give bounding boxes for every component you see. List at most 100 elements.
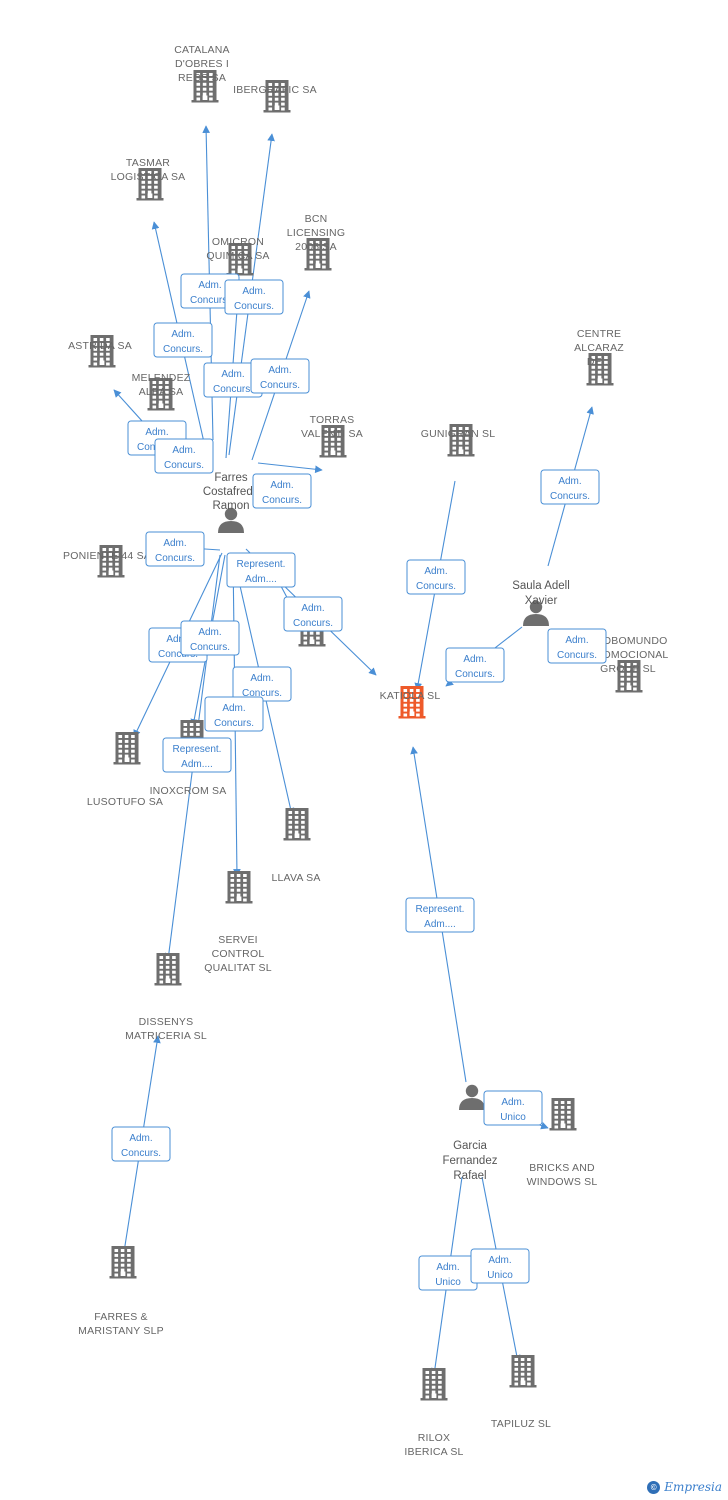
node-label: Ramon	[212, 500, 249, 512]
building-icon	[147, 378, 175, 411]
edge-label-farres-to-poniente[interactable]: Adm.Concurs.	[145, 531, 205, 567]
edge-labels-layer: Adm.Concurs.Adm.Concurs.Adm.Concurs.Adm.…	[111, 273, 607, 1291]
company-dissenys[interactable]: DISSENYS MATRICERIA SL	[125, 953, 207, 1042]
edge-label-farres-to-bcn[interactable]: Adm.Concurs.	[250, 358, 310, 394]
building-icon	[283, 808, 311, 841]
edge-label-text: Adm.	[268, 365, 291, 376]
edge-label-text: Adm....	[181, 759, 213, 770]
edge-label-text: Adm.	[222, 703, 245, 714]
edge-label-text: Concurs.	[155, 553, 195, 564]
edge-label-text: Concurs.	[190, 295, 230, 306]
edge-label-farres-to-llava[interactable]: Adm.Concurs.	[232, 666, 292, 702]
edge-label-farres-to-tasmar[interactable]: Adm.Concurs.	[153, 322, 213, 358]
edge-label-garcia-to-katiola[interactable]: Represent.Adm....	[405, 897, 475, 933]
node-label: MELENDEZ	[132, 372, 191, 384]
edge-label-text: Concurs.	[158, 649, 198, 660]
building-icon	[88, 335, 116, 368]
company-omicron[interactable]: OMICRON QUIMICA SA	[206, 236, 269, 276]
company-llava[interactable]: LLAVA SA	[271, 808, 320, 884]
node-label: Farres	[214, 472, 247, 484]
node-label: MATRICERIA SL	[125, 1030, 207, 1042]
edge-label-text: Concurs.	[557, 650, 597, 661]
edge-label-garcia-to-rilox[interactable]: Adm.Unico	[418, 1255, 478, 1291]
edge-label-text: Adm.	[436, 1262, 459, 1273]
node-label: PROMOCIONAL	[588, 649, 669, 661]
edge-farres-to-torras	[257, 462, 323, 474]
building-icon	[154, 953, 182, 986]
company-gunigran[interactable]: GUNIGRAN SL	[421, 424, 496, 457]
brand-footer[interactable]: © Empresia	[647, 1480, 722, 1494]
edge-label-text: Adm.	[501, 1097, 524, 1108]
node-label: Costafreda	[203, 486, 260, 498]
node-label: DISSENYS	[139, 1016, 194, 1028]
company-poniente[interactable]: PONIENTE 44 SA	[63, 545, 151, 578]
company-astrida[interactable]: ASTRIDA SA	[68, 335, 132, 368]
building-icon	[549, 1098, 577, 1131]
edge-label-text: Adm.	[145, 427, 168, 438]
building-icon	[109, 1246, 137, 1279]
node-label: WINDOWS SL	[527, 1176, 598, 1188]
edge-label-text: Represent.	[173, 744, 222, 755]
copyright-icon: ©	[647, 1480, 661, 1494]
edge-label-text: Unico	[500, 1112, 526, 1123]
edge-label-farres-to-s_company[interactable]: Adm.Concurs.	[283, 596, 343, 632]
edge-label-garcia-to-bricks[interactable]: Adm. Unico	[483, 1090, 543, 1126]
company-lusotufo[interactable]: LUSOTUFO SA	[87, 732, 163, 808]
node-label: OMICRON	[212, 236, 264, 248]
company-tapiluz[interactable]: TAPILUZ SL	[491, 1355, 551, 1430]
edge-label-farres-to-torras[interactable]: Adm.Concurs.	[252, 473, 312, 509]
company-farres_maristany[interactable]: FARRES &MARISTANY SLP	[78, 1246, 164, 1337]
company-katiola[interactable]: KATIOLA SL	[380, 686, 441, 719]
node-label: D'OBRES I	[175, 58, 229, 70]
edge-label-text: Adm.	[221, 369, 244, 380]
edge-label-farres-to-inoxcrom[interactable]: Adm.Concurs.	[180, 620, 240, 656]
edge-label-farres-to-servei[interactable]: Adm.Concurs.	[204, 696, 264, 732]
edge-label-saula-to-centre[interactable]: Adm.Concurs.	[540, 469, 600, 505]
node-label: GUNIGRAN SL	[421, 428, 496, 440]
edge-label-farres-to-katiola[interactable]: Represent.Adm....	[226, 552, 296, 588]
node-label: IBERGRAFIC SA	[233, 84, 317, 96]
company-centre[interactable]: CENTREALCARAZDE...	[574, 328, 624, 386]
edge-label-farres_maristany-to-dissenys[interactable]: Adm.Concurs.	[111, 1126, 171, 1162]
edge-label-gunigran-to-katiola[interactable]: Adm.Concurs.	[406, 559, 466, 595]
node-label: QUIMICA SA	[206, 250, 269, 262]
node-label: LUSOTUFO SA	[87, 796, 163, 808]
building-icon	[615, 660, 643, 693]
person-icon	[523, 600, 549, 626]
edge-label-saula-to-katiola[interactable]: Adm.Concurs.	[445, 647, 505, 683]
edge-label-garcia-to-tapiluz[interactable]: Adm.Unico	[470, 1248, 530, 1284]
edge-label-text: Adm.	[463, 654, 486, 665]
building-icon	[447, 424, 475, 457]
building-icon	[191, 70, 219, 103]
company-ibergrafic[interactable]: IBERGRAFIC SA	[233, 80, 317, 113]
edge-label-saula-to-globomundo[interactable]: Adm.Concurs.	[547, 628, 607, 664]
building-icon	[263, 80, 291, 113]
node-label: Fernandez	[443, 1155, 498, 1167]
person-icon	[459, 1084, 485, 1110]
edge-label-farres-to-dissenys[interactable]: Represent. Adm....	[162, 737, 232, 773]
node-label: IBERICA SL	[404, 1446, 463, 1458]
brand-name: Empresia	[664, 1480, 722, 1494]
node-label: VALENTI SA	[301, 428, 363, 440]
edge-label-text: Adm.	[172, 445, 195, 456]
node-label: LOGISTICA SA	[111, 171, 186, 183]
edge-label-text: Adm.	[166, 634, 189, 645]
edge-label-farres-to-ibergrafic[interactable]: Adm.Concurs.	[224, 279, 284, 315]
edge-label-text: Represent.	[237, 559, 286, 570]
edge-label-text: Adm.	[198, 627, 221, 638]
edge-label-farres-to-melendez[interactable]: Adm.Concurs.	[154, 438, 214, 474]
edge-label-text: Adm.	[558, 476, 581, 487]
